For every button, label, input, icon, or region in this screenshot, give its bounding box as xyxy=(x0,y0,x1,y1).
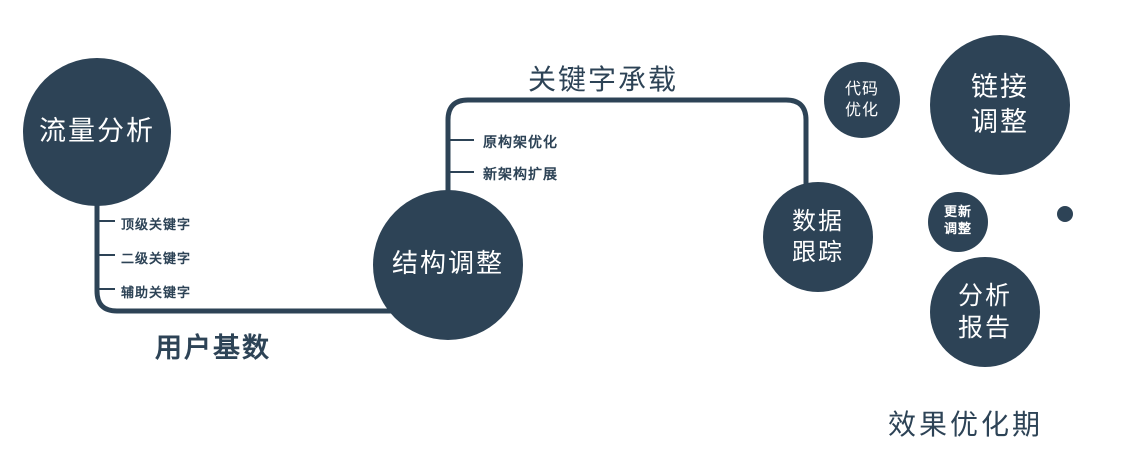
node-label-line: 更新 xyxy=(943,205,972,221)
node-structure-adjustment: 结构调整 xyxy=(373,190,523,340)
node-link-adjustment: 链接 调整 xyxy=(930,35,1070,175)
branch-label-new-arch: 新架构扩展 xyxy=(483,167,558,183)
node-label-line: 调整 xyxy=(971,107,1029,138)
edge-structure-to-data xyxy=(445,97,809,199)
edge-label-keyword-bearing: 关键字承载 xyxy=(528,63,679,96)
node-code-optimization: 代码 优化 xyxy=(824,62,900,138)
dot-marker xyxy=(1057,206,1073,222)
edge-label-user-base: 用户基数 xyxy=(155,333,271,364)
node-analysis-report: 分析 报告 xyxy=(930,257,1040,367)
node-update-adjustment: 更新 调整 xyxy=(928,192,988,252)
node-label-line: 调整 xyxy=(943,222,972,237)
node-label-line: 分析 xyxy=(957,280,1012,310)
node-label-line: 代码 xyxy=(844,79,879,99)
node-data-tracking: 数据 跟踪 xyxy=(763,182,873,292)
node-label: 流量分析 xyxy=(39,116,155,148)
node-label-line: 报告 xyxy=(957,313,1012,342)
branch-label-original-arch: 原构架优化 xyxy=(483,135,558,151)
branch-label-second-keywords: 二级关键字 xyxy=(121,252,192,267)
node-label-line: 优化 xyxy=(844,100,879,119)
node-label-line: 数据 xyxy=(792,206,844,235)
node-label-line: 链接 xyxy=(971,71,1029,103)
node-label-line: 跟踪 xyxy=(792,238,844,266)
node-label: 结构调整 xyxy=(391,249,504,280)
branch-label-top-keywords: 顶级关键字 xyxy=(121,218,192,233)
caption-effect-optimization: 效果优化期 xyxy=(888,408,1044,441)
edge-traffic-to-structure xyxy=(94,195,395,314)
branch-label-aux-keywords: 辅助关键字 xyxy=(121,286,192,301)
node-traffic-analysis: 流量分析 xyxy=(23,58,171,206)
